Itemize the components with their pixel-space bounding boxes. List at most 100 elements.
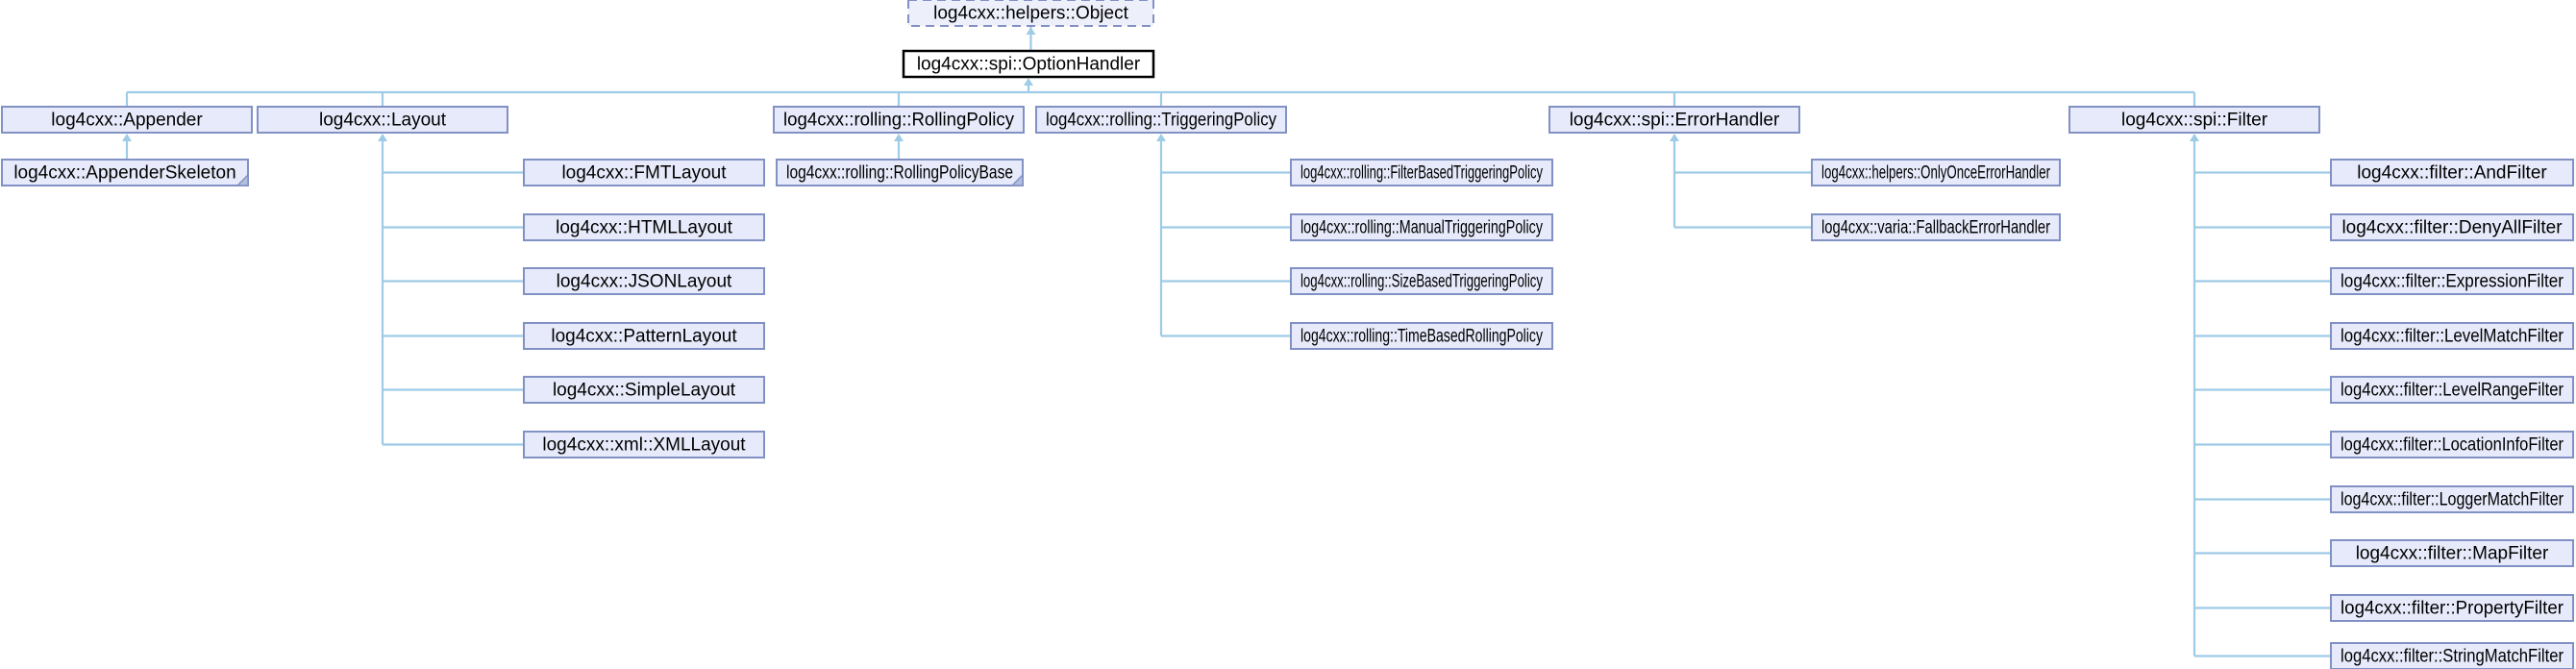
class-node-rollingpolicy[interactable]: log4cxx::rolling::RollingPolicy	[773, 106, 1025, 134]
class-node-label: log4cxx::rolling::SizeBasedTriggeringPol…	[1300, 272, 1543, 292]
class-node-htmllayout[interactable]: log4cxx::HTMLLayout	[523, 213, 765, 241]
class-node-object[interactable]: log4cxx::helpers::Object	[882, 0, 1177, 27]
class-node-label: log4cxx::rolling::RollingPolicyBase	[786, 163, 1013, 184]
class-node-label: log4cxx::rolling::FilterBasedTriggeringP…	[1300, 163, 1543, 184]
class-node-label: log4cxx::spi::OptionHandler	[917, 55, 1141, 75]
class-node-box[interactable]	[1811, 213, 2061, 241]
class-node-optionhandler[interactable]: log4cxx::spi::OptionHandler	[902, 49, 1155, 79]
class-node-label: log4cxx::filter::StringMatchFilter	[2341, 647, 2564, 667]
inheritance-arrow	[378, 134, 387, 141]
class-node-box[interactable]	[523, 322, 765, 350]
class-node-appenderskeleton[interactable]: log4cxx::AppenderSkeleton	[1, 159, 249, 186]
class-node-filterbasedtp[interactable]: log4cxx::rolling::FilterBasedTriggeringP…	[1290, 159, 1553, 186]
class-node-label: log4cxx::FMTLayout	[561, 163, 727, 184]
class-node-box[interactable]	[1811, 159, 2061, 186]
class-node-label: log4cxx::helpers::Object	[933, 4, 1128, 24]
class-node-levelmatchfilter[interactable]: log4cxx::filter::LevelMatchFilter	[2330, 322, 2574, 350]
inheritance-arrow	[1156, 134, 1166, 141]
class-node-label: log4cxx::filter::MapFilter	[2356, 544, 2549, 564]
class-node-sizebasedtp[interactable]: log4cxx::rolling::SizeBasedTriggeringPol…	[1290, 267, 1553, 295]
inheritance-arrow	[1670, 134, 1679, 141]
class-node-label: log4cxx::rolling::TriggeringPolicy	[1046, 111, 1276, 131]
class-node-appender[interactable]: log4cxx::Appender	[1, 106, 253, 134]
class-node-label: log4cxx::rolling::RollingPolicy	[783, 111, 1014, 131]
inheritance-arrow	[122, 134, 132, 141]
class-node-levelrangefilter[interactable]: log4cxx::filter::LevelRangeFilter	[2330, 376, 2574, 404]
class-node-box[interactable]	[902, 49, 1155, 79]
class-node-box[interactable]	[523, 159, 765, 186]
class-node-box[interactable]	[1548, 106, 1800, 134]
class-node-expressionfilter[interactable]: log4cxx::filter::ExpressionFilter	[2330, 267, 2574, 295]
class-node-box[interactable]	[1290, 159, 1553, 186]
class-node-rollingpolicybase[interactable]: log4cxx::rolling::RollingPolicyBase	[776, 159, 1024, 186]
class-node-fmtlayout[interactable]: log4cxx::FMTLayout	[523, 159, 765, 186]
class-node-xmllayout[interactable]: log4cxx::xml::XMLLayout	[523, 431, 765, 458]
inheritance-arrow	[1026, 27, 1036, 35]
class-node-box[interactable]	[776, 159, 1024, 186]
edges-layer	[122, 27, 2331, 657]
class-node-box[interactable]	[1, 159, 249, 186]
class-node-label: log4cxx::filter::ExpressionFilter	[2341, 272, 2564, 292]
class-node-label: log4cxx::rolling::TimeBasedRollingPolicy	[1300, 327, 1543, 347]
class-node-label: log4cxx::filter::LevelMatchFilter	[2341, 327, 2564, 347]
class-node-filter[interactable]: log4cxx::spi::Filter	[2068, 106, 2320, 134]
class-node-stringmatchfilter[interactable]: log4cxx::filter::StringMatchFilter	[2330, 642, 2574, 669]
class-node-box[interactable]	[523, 213, 765, 241]
class-node-patternlayout[interactable]: log4cxx::PatternLayout	[523, 322, 765, 350]
collapsed-subtree-corner-icon[interactable]	[1010, 173, 1024, 186]
class-node-box[interactable]	[2330, 322, 2574, 350]
class-node-fallbackeh[interactable]: log4cxx::varia::FallbackErrorHandler	[1811, 213, 2061, 241]
class-node-label: log4cxx::filter::AndFilter	[2357, 163, 2547, 184]
class-node-box[interactable]	[523, 431, 765, 458]
class-node-label: log4cxx::Layout	[319, 111, 447, 131]
class-node-box[interactable]	[1035, 106, 1287, 134]
class-node-box[interactable]	[523, 267, 765, 295]
class-node-box[interactable]	[1290, 267, 1553, 295]
collapsed-subtree-corner-icon[interactable]	[235, 173, 249, 186]
class-node-andfilter[interactable]: log4cxx::filter::AndFilter	[2330, 159, 2574, 186]
class-node-denyallfilter[interactable]: log4cxx::filter::DenyAllFilter	[2330, 213, 2574, 241]
class-node-propertyfilter[interactable]: log4cxx::filter::PropertyFilter	[2330, 594, 2574, 622]
class-node-layout[interactable]: log4cxx::Layout	[257, 106, 508, 134]
class-node-jsonlayout[interactable]: log4cxx::JSONLayout	[523, 267, 765, 295]
class-node-loggermatchfilter[interactable]: log4cxx::filter::LoggerMatchFilter	[2330, 485, 2574, 513]
class-node-label: log4cxx::filter::DenyAllFilter	[2341, 218, 2563, 238]
class-node-box[interactable]	[1290, 322, 1553, 350]
class-node-label: log4cxx::filter::LocationInfoFilter	[2341, 435, 2564, 456]
class-node-label: log4cxx::spi::ErrorHandler	[1570, 111, 1780, 131]
class-node-box[interactable]	[1, 106, 253, 134]
class-node-box[interactable]	[2330, 485, 2574, 513]
class-node-label: log4cxx::Appender	[51, 111, 203, 131]
class-node-box[interactable]	[2330, 159, 2574, 186]
class-node-label: log4cxx::SimpleLayout	[553, 381, 736, 401]
class-node-box[interactable]	[2330, 539, 2574, 567]
class-node-timebasedrp[interactable]: log4cxx::rolling::TimeBasedRollingPolicy	[1290, 322, 1553, 350]
class-node-box[interactable]	[2330, 431, 2574, 458]
class-node-box[interactable]	[1290, 213, 1553, 241]
class-node-box[interactable]	[523, 376, 765, 404]
class-node-errorhandler[interactable]: log4cxx::spi::ErrorHandler	[1548, 106, 1800, 134]
class-node-box[interactable]	[2330, 376, 2574, 404]
class-node-simplelayout[interactable]: log4cxx::SimpleLayout	[523, 376, 765, 404]
class-node-onlyonceeh[interactable]: log4cxx::helpers::OnlyOnceErrorHandler	[1811, 159, 2061, 186]
class-node-label: log4cxx::filter::PropertyFilter	[2341, 599, 2564, 619]
inheritance-arrow	[2190, 134, 2199, 141]
class-node-mapfilter[interactable]: log4cxx::filter::MapFilter	[2330, 539, 2574, 567]
class-node-box[interactable]	[2330, 594, 2574, 622]
class-node-box[interactable]	[2330, 267, 2574, 295]
class-node-manualtp[interactable]: log4cxx::rolling::ManualTriggeringPolicy	[1290, 213, 1553, 241]
class-node-box[interactable]	[2068, 106, 2320, 134]
class-node-trigpolicy[interactable]: log4cxx::rolling::TriggeringPolicy	[1035, 106, 1287, 134]
class-node-label: log4cxx::varia::FallbackErrorHandler	[1821, 218, 2051, 238]
class-node-label: log4cxx::HTMLLayout	[556, 218, 732, 238]
class-node-box[interactable]	[773, 106, 1025, 134]
class-node-locationinfofilter[interactable]: log4cxx::filter::LocationInfoFilter	[2330, 431, 2574, 458]
inheritance-arrow	[1024, 78, 1033, 86]
class-node-box[interactable]	[2330, 213, 2574, 241]
class-node-label: log4cxx::xml::XMLLayout	[542, 435, 746, 456]
class-node-box[interactable]	[257, 106, 508, 134]
class-node-box[interactable]	[2330, 642, 2574, 669]
class-node-label: log4cxx::spi::Filter	[2121, 111, 2268, 131]
